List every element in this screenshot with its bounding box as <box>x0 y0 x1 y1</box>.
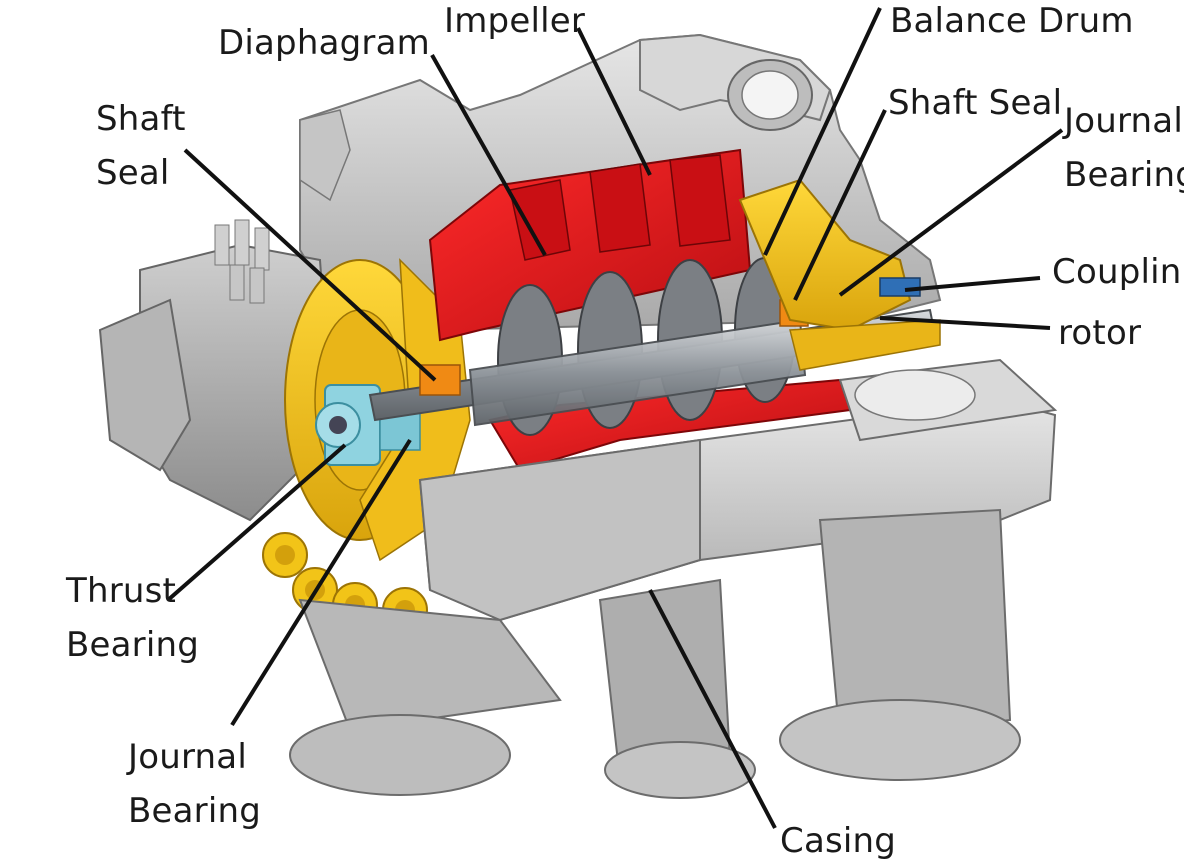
label-shaft-seal-left-line2: Seal <box>96 153 170 193</box>
label-journal-bearing-right-line2: Bearing <box>1064 155 1184 195</box>
leader-shaft-seal-left <box>183 148 437 382</box>
leader-casing <box>648 589 777 829</box>
leader-diaphragm <box>430 54 547 256</box>
leader-journal-bearing-right <box>838 128 1064 297</box>
label-thrust-bearing-line2: Bearing <box>66 625 200 665</box>
label-casing: Casing <box>780 821 897 861</box>
label-thrust-bearing: Thrust Bearing <box>66 564 199 672</box>
nozzle-flanges <box>289 508 1021 799</box>
label-diaphragm: Diaphagram <box>218 23 430 63</box>
leader-impeller <box>576 27 652 176</box>
label-journal-bearing-right-line1: Journal <box>1064 101 1183 141</box>
label-journal-bearing-right: Journal Bearing <box>1064 94 1184 202</box>
leader-rotor <box>879 316 1051 330</box>
leader-thrust-bearing <box>166 443 347 602</box>
label-thrust-bearing-line1: Thrust <box>66 571 177 611</box>
left-end-casing <box>98 219 332 522</box>
label-balance-drum: Balance Drum <box>890 1 1134 41</box>
leader-coupling <box>904 276 1041 292</box>
label-shaft-seal-left: Shaft Seal <box>96 92 186 200</box>
label-shaft-seal-right: Shaft Seal <box>888 83 1063 123</box>
label-shaft-seal-left-line1: Shaft <box>96 99 186 139</box>
label-journal-bearing-left: Journal Bearing <box>128 730 261 838</box>
leader-journal-bearing-left <box>230 438 412 727</box>
label-rotor: rotor <box>1058 313 1142 353</box>
lower-casing <box>418 358 1058 622</box>
leader-lines <box>166 7 1064 829</box>
leader-shaft-seal-right <box>793 109 887 301</box>
label-impeller: Impeller <box>444 1 586 41</box>
label-journal-bearing-left-line1: Journal <box>128 737 247 777</box>
impeller-diaphragm-assembly <box>428 148 852 472</box>
label-journal-bearing-left-line2: Bearing <box>128 791 262 831</box>
leader-balance-drum <box>763 7 882 256</box>
label-coupling: Couplin <box>1052 252 1182 292</box>
